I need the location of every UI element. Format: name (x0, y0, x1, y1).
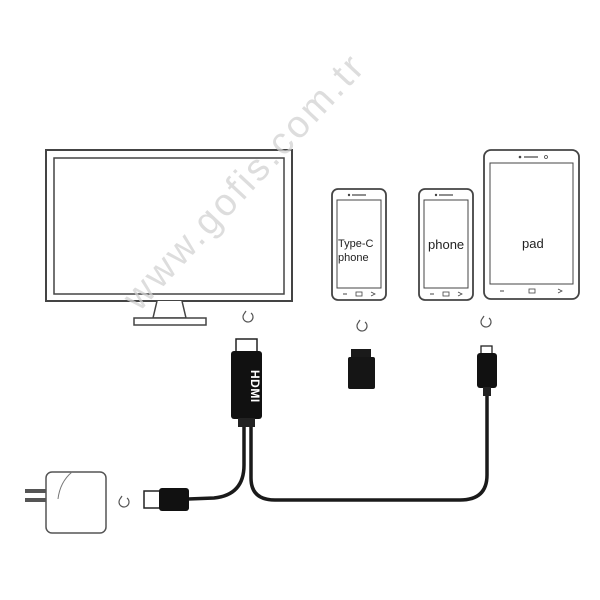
rotate-icon (480, 315, 492, 328)
phone-icon (418, 188, 474, 301)
cable (186, 393, 489, 502)
phone-label: phone (428, 237, 465, 252)
rotate-icon (356, 319, 368, 332)
type-c-adapter-icon (348, 349, 375, 389)
power-adapter-icon (25, 471, 107, 534)
usb-connector-icon (143, 488, 189, 511)
rotate-icon (242, 310, 254, 323)
type-c-phone-label: Type-C phone (338, 238, 374, 264)
type-c-phone-icon (331, 188, 387, 301)
micro-usb-connector-icon (477, 345, 497, 396)
tablet-icon (483, 149, 580, 300)
rotate-icon (118, 495, 130, 508)
hdmi-label: HDMI (248, 370, 262, 403)
monitor-icon (45, 149, 293, 326)
pad-label: pad (522, 236, 544, 251)
hdmi-connector-icon (231, 338, 262, 427)
